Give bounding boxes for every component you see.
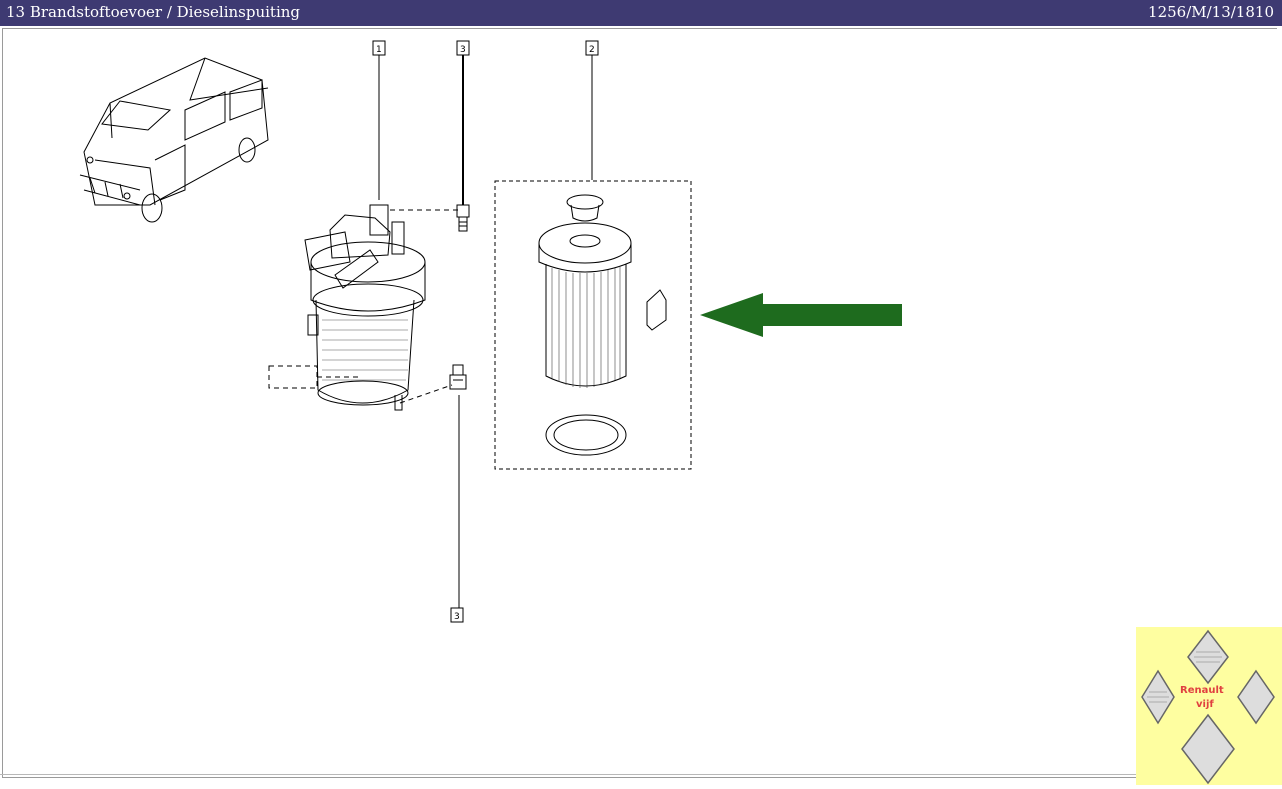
callout-2-label: 2: [589, 45, 595, 55]
page-title: 13 Brandstoftoevoer / Dieselinspuiting: [6, 3, 301, 21]
filter-pleats: [551, 266, 621, 388]
callout-3-top-label: 3: [460, 45, 466, 55]
sensor-top: [456, 204, 470, 232]
logo-text-line1: Renault: [1180, 685, 1224, 696]
callout-3-bottom-label: 3: [454, 612, 460, 622]
renault-vijf-logo: Renault vijf: [1136, 627, 1282, 785]
leader-lines: [378, 55, 593, 608]
diagram-reference: 1256/M/13/1810: [1148, 3, 1274, 21]
filter-housing: [304, 204, 426, 411]
callout-2: 2: [585, 40, 599, 56]
bottom-divider: [0, 774, 1282, 775]
connector-dashes: [268, 209, 458, 404]
renault-diamond-icon: [1237, 669, 1275, 725]
title-bar: 13 Brandstoftoevoer / Dieselinspuiting 1…: [0, 0, 1282, 26]
sensor-bottom: [449, 364, 467, 390]
renault-diamond-icon: [1181, 713, 1235, 785]
green-arrow-icon: [700, 293, 902, 337]
van-illustration: [79, 57, 269, 223]
housing-hatching: [322, 319, 408, 381]
callout-3-top: 3: [456, 40, 470, 56]
logo-text-line2: vijf: [1196, 699, 1214, 710]
callout-1: 1: [372, 40, 386, 56]
filter-element-kit: [494, 180, 692, 470]
callout-3-bottom: 3: [450, 607, 464, 623]
callout-1-label: 1: [376, 45, 382, 55]
diagram-frame: [2, 28, 1277, 778]
